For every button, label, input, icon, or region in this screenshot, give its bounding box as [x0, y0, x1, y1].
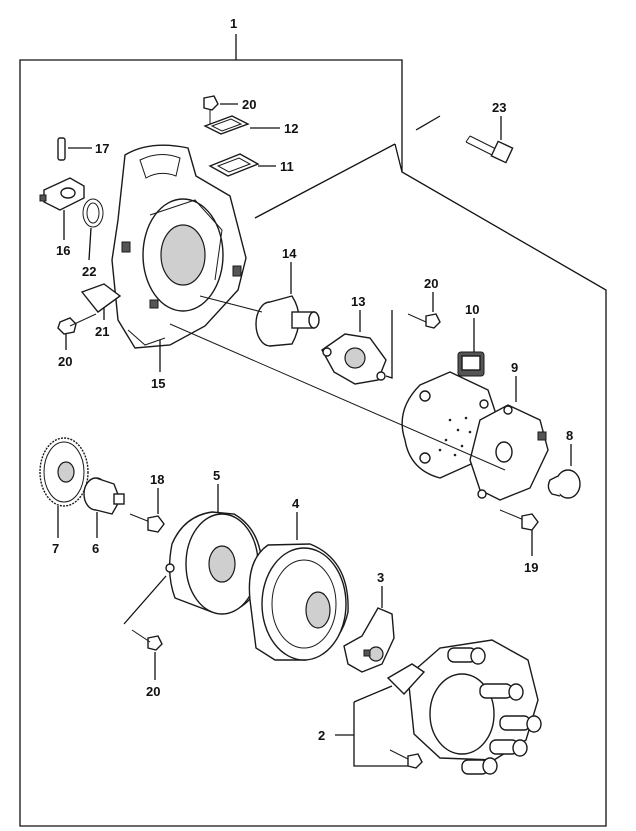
screw-20-top [203, 95, 238, 124]
callout-17: 17 [95, 141, 109, 156]
bolt-23 [465, 116, 514, 164]
callout-20-right: 20 [424, 276, 438, 291]
cap-8 [547, 444, 581, 499]
callout-20-bottom: 20 [146, 684, 160, 699]
callout-14: 14 [282, 246, 297, 261]
callout-2: 2 [318, 728, 325, 743]
callout-6: 6 [92, 541, 99, 556]
screw-18 [129, 488, 165, 533]
callout-11: 11 [280, 159, 294, 174]
coil-4 [248, 512, 349, 661]
hub-6 [83, 477, 125, 538]
screw-20-left [57, 313, 97, 350]
callout-19: 19 [524, 560, 538, 575]
callout-9: 9 [511, 360, 518, 375]
screw-20-right [407, 292, 441, 329]
rotor-arm-3 [343, 586, 395, 673]
callout-labels: 1 2 3 4 5 6 7 8 9 10 11 12 13 14 15 16 1… [52, 16, 573, 743]
screw-20-bottom [123, 575, 167, 680]
callout-23: 23 [492, 100, 506, 115]
callout-22: 22 [82, 264, 96, 279]
assembly-outline [19, 34, 607, 827]
screw-19 [499, 509, 539, 556]
sensor-dot-pattern [438, 416, 472, 457]
gasket-12 [203, 115, 280, 135]
o-ring-22 [82, 198, 104, 261]
housing-15 [111, 144, 247, 372]
cover-9 [469, 376, 549, 501]
callout-18: 18 [150, 472, 164, 487]
rotor-5 [165, 484, 263, 615]
gasket-11 [208, 153, 276, 177]
callout-5: 5 [213, 468, 220, 483]
callout-12: 12 [284, 121, 298, 136]
callout-21: 21 [95, 324, 109, 339]
callout-7: 7 [52, 541, 59, 556]
plate-21 [80, 283, 122, 320]
bearing-14 [199, 262, 320, 347]
disc-7 [39, 437, 89, 538]
callout-16: 16 [56, 243, 70, 258]
callout-8: 8 [566, 428, 573, 443]
axis-centerline [169, 323, 506, 471]
callout-15: 15 [151, 376, 165, 391]
callout-4: 4 [292, 496, 300, 511]
bracket-16 [39, 177, 85, 240]
plate-13 [321, 310, 393, 385]
callout-20-left: 20 [58, 354, 72, 369]
callout-10: 10 [465, 302, 479, 317]
callout-20-top: 20 [242, 97, 256, 112]
pin-17 [57, 137, 92, 161]
callout-3: 3 [377, 570, 384, 585]
callout-13: 13 [351, 294, 365, 309]
distributor-cap-2 [335, 639, 542, 775]
callout-1: 1 [230, 16, 237, 31]
